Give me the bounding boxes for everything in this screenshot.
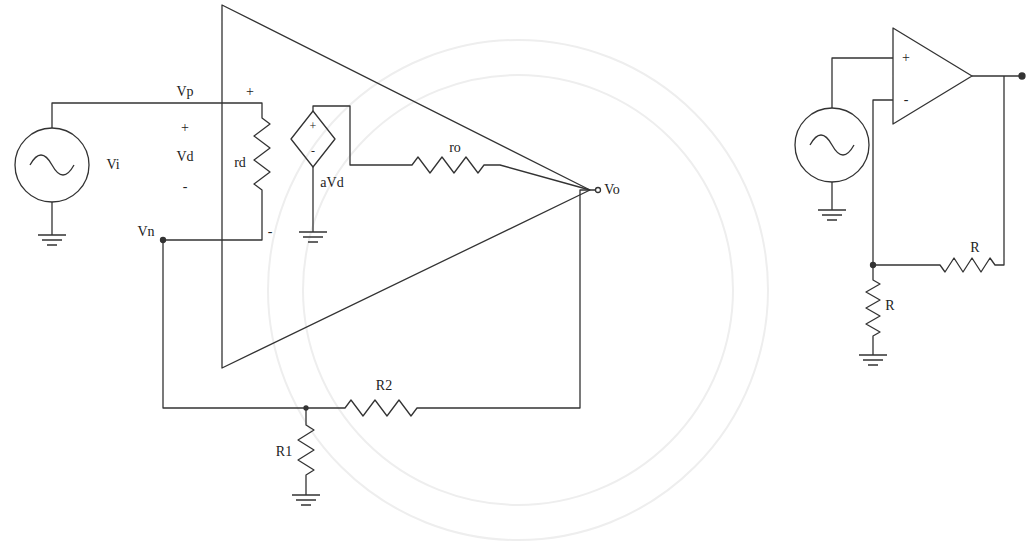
resistor-name: ro [449,141,461,155]
sine-symbol [30,155,74,175]
source-name: aVd [320,176,343,190]
feedback-resistor-wire [873,76,1004,272]
polarity-sign: + [310,120,317,132]
voltage-source [15,128,89,202]
ground-symbol [818,182,846,220]
opamp-triangle [893,28,972,124]
resistor-name: R [885,299,894,313]
ground-symbol [38,202,66,245]
pin-sign: + [902,51,910,65]
node-dot [871,263,876,268]
polarity-sign: - [311,145,315,157]
signal-name: Vp [176,85,193,99]
sine-symbol [810,135,854,155]
resistor-name: R2 [376,379,392,393]
r1-resistor-wire [292,408,320,505]
rd-resistor-wire [52,103,270,240]
polarity-sign: + [181,121,189,135]
signal-name: Vd [176,150,193,164]
polarity-sign: - [183,180,188,194]
resistor-name: R [970,241,979,255]
node-dot [304,406,308,410]
signal-name: Vn [137,225,154,239]
pin-sign: - [268,225,273,239]
feedback-wire [163,190,596,416]
resistor-name: R1 [276,445,292,459]
opamp-triangle [222,5,590,368]
pin-sign: - [904,93,909,107]
terminal [596,188,601,193]
output-wire [972,75,1019,76]
watermark [268,40,768,540]
ground-resistor-wire [859,100,893,365]
resistor-name: rd [234,156,246,170]
source-name: Vi [106,158,119,172]
dependent-source [291,111,335,167]
ro-resistor-wire [313,106,590,190]
node-dot [161,238,166,243]
voltage-source [795,108,869,182]
terminal [1019,73,1025,79]
signal-name: Vo [604,183,619,197]
pin-sign: + [246,85,254,99]
